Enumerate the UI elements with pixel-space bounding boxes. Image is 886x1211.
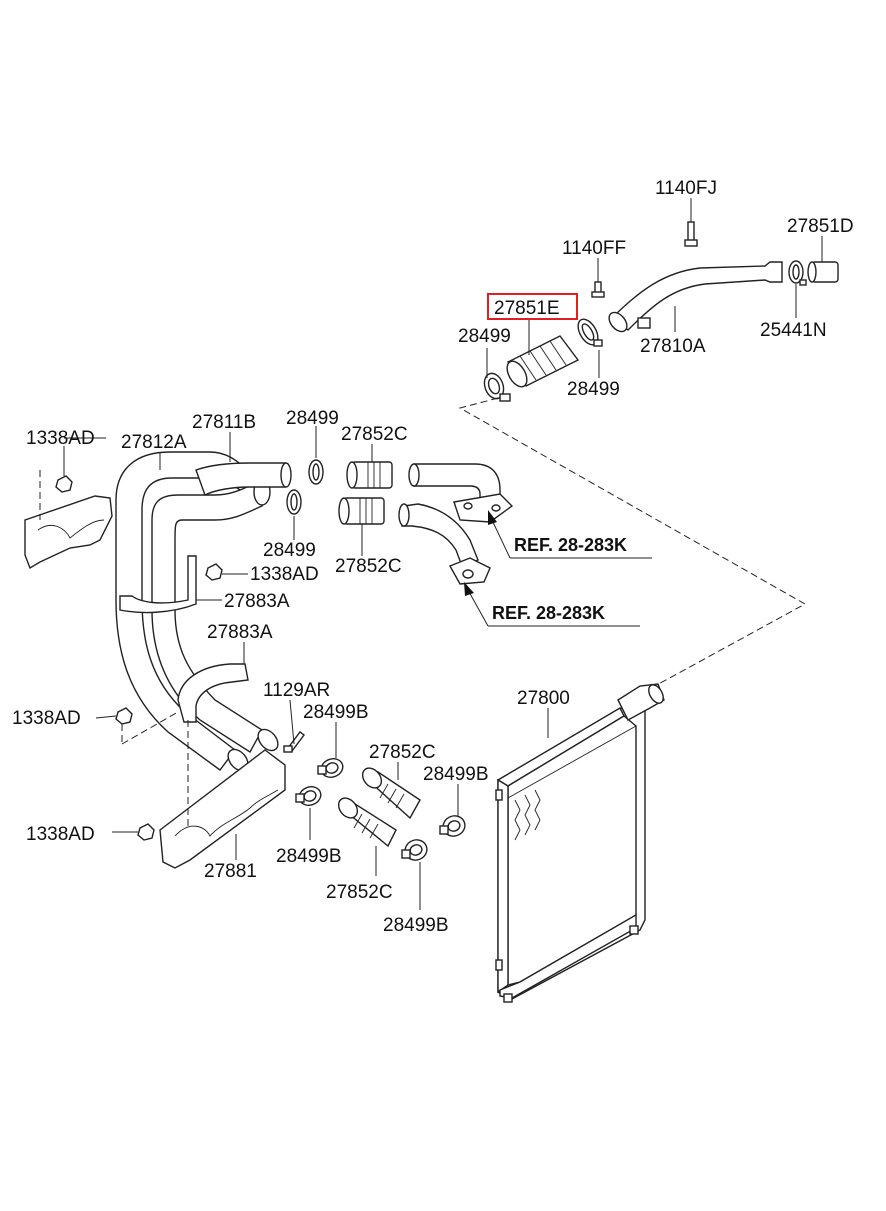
label-1140FF: 1140FF <box>562 238 626 259</box>
intercooler-pipe-27811B <box>195 462 292 496</box>
hose-27852C-lower <box>338 497 385 525</box>
highlight-box-27851E <box>487 293 578 320</box>
label-28499-d: 28499 <box>263 540 316 561</box>
bracket-upper-left <box>24 470 113 570</box>
label-27852C-d: 27852C <box>326 882 393 903</box>
label-28499B-a: 28499B <box>303 702 369 723</box>
bolt-1140FF <box>591 258 605 298</box>
label-27811B: 27811B <box>192 412 256 433</box>
label-28499-b: 28499 <box>567 379 620 400</box>
label-28499B-c: 28499B <box>276 846 342 867</box>
label-27883A-a: 27883A <box>224 591 290 612</box>
label-1338AD-b: 1338AD <box>250 564 319 585</box>
label-27852C-a: 27852C <box>341 424 408 445</box>
leader-lines <box>63 426 549 910</box>
intercooler-pipe-27810A <box>608 261 783 333</box>
bolt-1140FJ <box>684 198 698 247</box>
hose-27851D <box>807 261 839 283</box>
nut-1338AD-upper <box>55 475 73 493</box>
hose-27852C-lower-lower <box>337 797 397 848</box>
clamp-28499B-lower-left <box>295 786 322 806</box>
label-27852C-c: 27852C <box>369 742 436 763</box>
label-27851E: 27851E <box>494 298 560 319</box>
clamp-28499B-lower-right <box>401 839 428 861</box>
nut-1338AD-lower-bracket <box>115 707 179 745</box>
label-1129AR: 1129AR <box>263 680 330 701</box>
label-28499-c: 28499 <box>286 408 339 429</box>
intercooler-pipe-27812A <box>115 451 279 772</box>
label-1338AD-c: 1338AD <box>12 708 81 729</box>
ref-arrow-lower <box>464 582 640 627</box>
strap-27883A-upper <box>119 555 197 614</box>
clamp-25441N <box>788 260 807 286</box>
ref-arrow-upper <box>488 510 652 559</box>
label-27851D: 27851D <box>787 216 854 237</box>
label-27810A: 27810A <box>640 336 706 357</box>
hose-27852C-upper <box>346 461 393 489</box>
label-28499B-d: 28499B <box>383 915 449 936</box>
clamp-28499-upper-right <box>577 318 603 347</box>
label-1140FJ: 1140FJ <box>655 178 717 199</box>
ref-label-lower: REF. 28-283K <box>492 603 605 623</box>
label-27881: 27881 <box>204 861 257 882</box>
hose-27852C-lower-upper <box>361 767 421 820</box>
label-27812A: 27812A <box>121 432 187 453</box>
clamp-28499-middle-upper <box>308 459 324 485</box>
intercooler-27800 <box>495 683 665 1003</box>
label-27800: 27800 <box>517 688 570 709</box>
bolt-1129AR <box>283 731 305 753</box>
label-1338AD-d: 1338AD <box>26 824 95 845</box>
clamp-28499B-upper-right <box>439 815 466 837</box>
label-27883A-b: 27883A <box>207 622 273 643</box>
label-25441N: 25441N <box>760 320 827 341</box>
label-27852C-b: 27852C <box>335 556 402 577</box>
strap-27883A-lower <box>177 663 249 723</box>
label-28499B-b: 28499B <box>423 764 489 785</box>
clamp-28499B-upper-left <box>317 758 344 778</box>
elbow-pipe-lower <box>398 503 491 585</box>
nut-1338AD-middle <box>205 563 223 581</box>
label-28499-a: 28499 <box>458 326 511 347</box>
nut-1338AD-bottom <box>137 823 155 841</box>
clamp-28499-upper-left <box>483 372 511 402</box>
label-1338AD-a: 1338AD <box>26 428 95 449</box>
elbow-pipe-upper <box>408 463 514 523</box>
ref-label-upper: REF. 28-283K <box>514 535 627 555</box>
clamp-28499-middle-lower <box>286 489 302 515</box>
bracket-27881 <box>159 720 286 869</box>
hose-27851E <box>506 335 580 388</box>
